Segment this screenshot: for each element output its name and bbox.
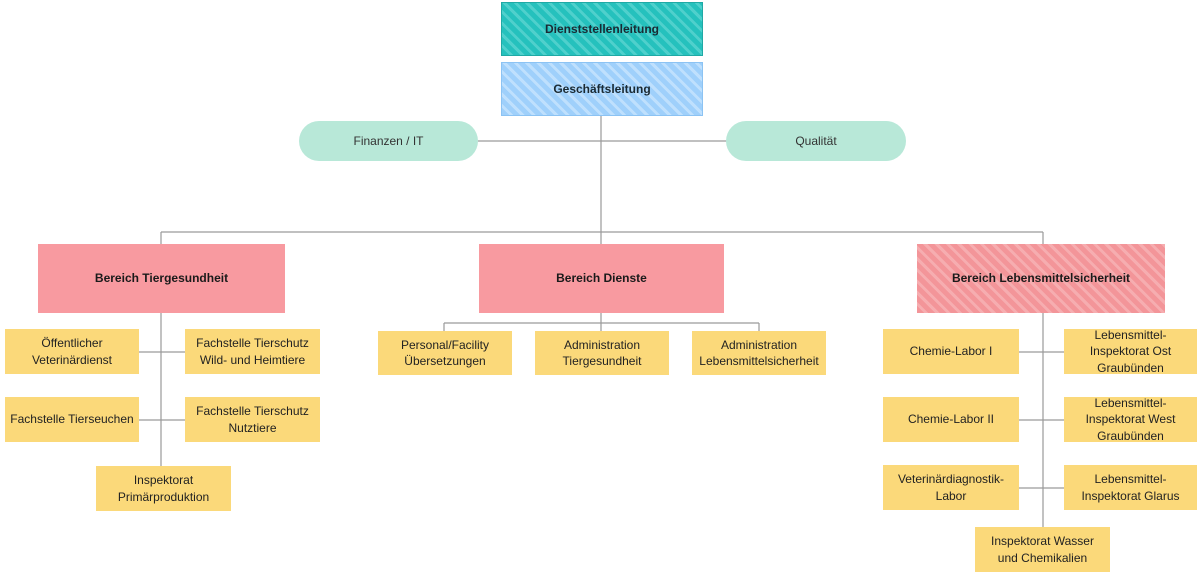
unit-oeffentlicher-veterinaerdienst: Öffentlicher Veterinärdienst (5, 329, 139, 374)
unit-inspektorat-glarus: Lebensmittel- Inspektorat Glarus (1064, 465, 1197, 510)
node-finanzen-it: Finanzen / IT (299, 121, 478, 161)
unit-chemie-labor-2: Chemie-Labor II (883, 397, 1019, 442)
node-dienststellenleitung: Dienststellenleitung (501, 2, 703, 56)
unit-administration-lebensmittelsicherheit: Administration Lebensmittelsicherheit (692, 331, 826, 375)
unit-fachstelle-tierseuchen: Fachstelle Tierseuchen (5, 397, 139, 442)
unit-veterinaerdiagnostik-labor: Veterinärdiagnostik- Labor (883, 465, 1019, 510)
unit-inspektorat-wasser-chemikalien: Inspektorat Wasser und Chemikalien (975, 527, 1110, 572)
unit-inspektorat-primaerproduktion: Inspektorat Primärproduktion (96, 466, 231, 511)
node-bereich-lebensmittelsicherheit: Bereich Lebensmittelsicherheit (917, 244, 1165, 313)
unit-inspektorat-ost-graubuenden: Lebensmittel- Inspektorat Ost Graubünden (1064, 328, 1197, 375)
unit-inspektorat-west-graubuenden: Lebensmittel- Inspektorat West Graubünde… (1064, 396, 1197, 443)
node-bereich-dienste: Bereich Dienste (479, 244, 724, 313)
node-geschaeftsleitung: Geschäftsleitung (501, 62, 703, 116)
unit-administration-tiergesundheit: Administration Tiergesundheit (535, 331, 669, 375)
node-qualitaet: Qualität (726, 121, 906, 161)
unit-chemie-labor-1: Chemie-Labor I (883, 329, 1019, 374)
node-bereich-tiergesundheit: Bereich Tiergesundheit (38, 244, 285, 313)
unit-tierschutz-nutztiere: Fachstelle Tierschutz Nutztiere (185, 397, 320, 442)
unit-tierschutz-wild-heimtiere: Fachstelle Tierschutz Wild- und Heimtier… (185, 329, 320, 374)
unit-personal-facility: Personal/Facility Übersetzungen (378, 331, 512, 375)
